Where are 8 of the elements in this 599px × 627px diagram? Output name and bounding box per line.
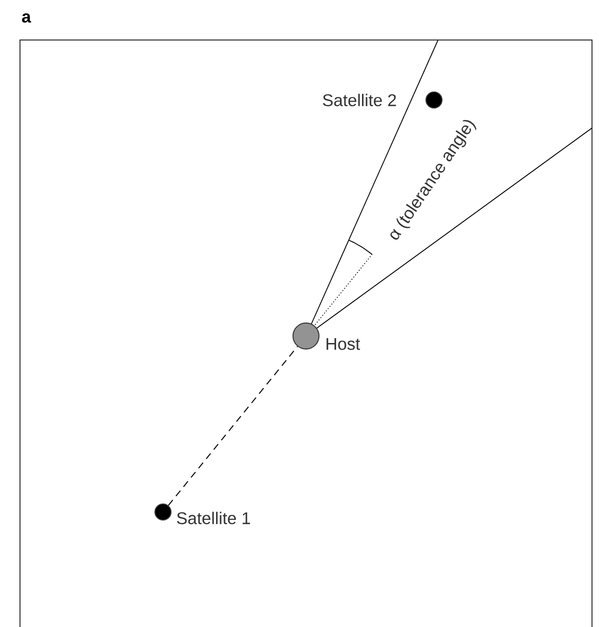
dot bbox=[426, 92, 442, 108]
dot bbox=[292, 322, 320, 350]
connector-line bbox=[168, 346, 298, 506]
dot-label: Host bbox=[326, 338, 360, 350]
dot-label: Satellite 2 bbox=[322, 94, 396, 106]
dot-label: Satellite 1 bbox=[176, 512, 250, 524]
dot bbox=[154, 504, 172, 520]
panel-letter: a bbox=[22, 13, 32, 23]
